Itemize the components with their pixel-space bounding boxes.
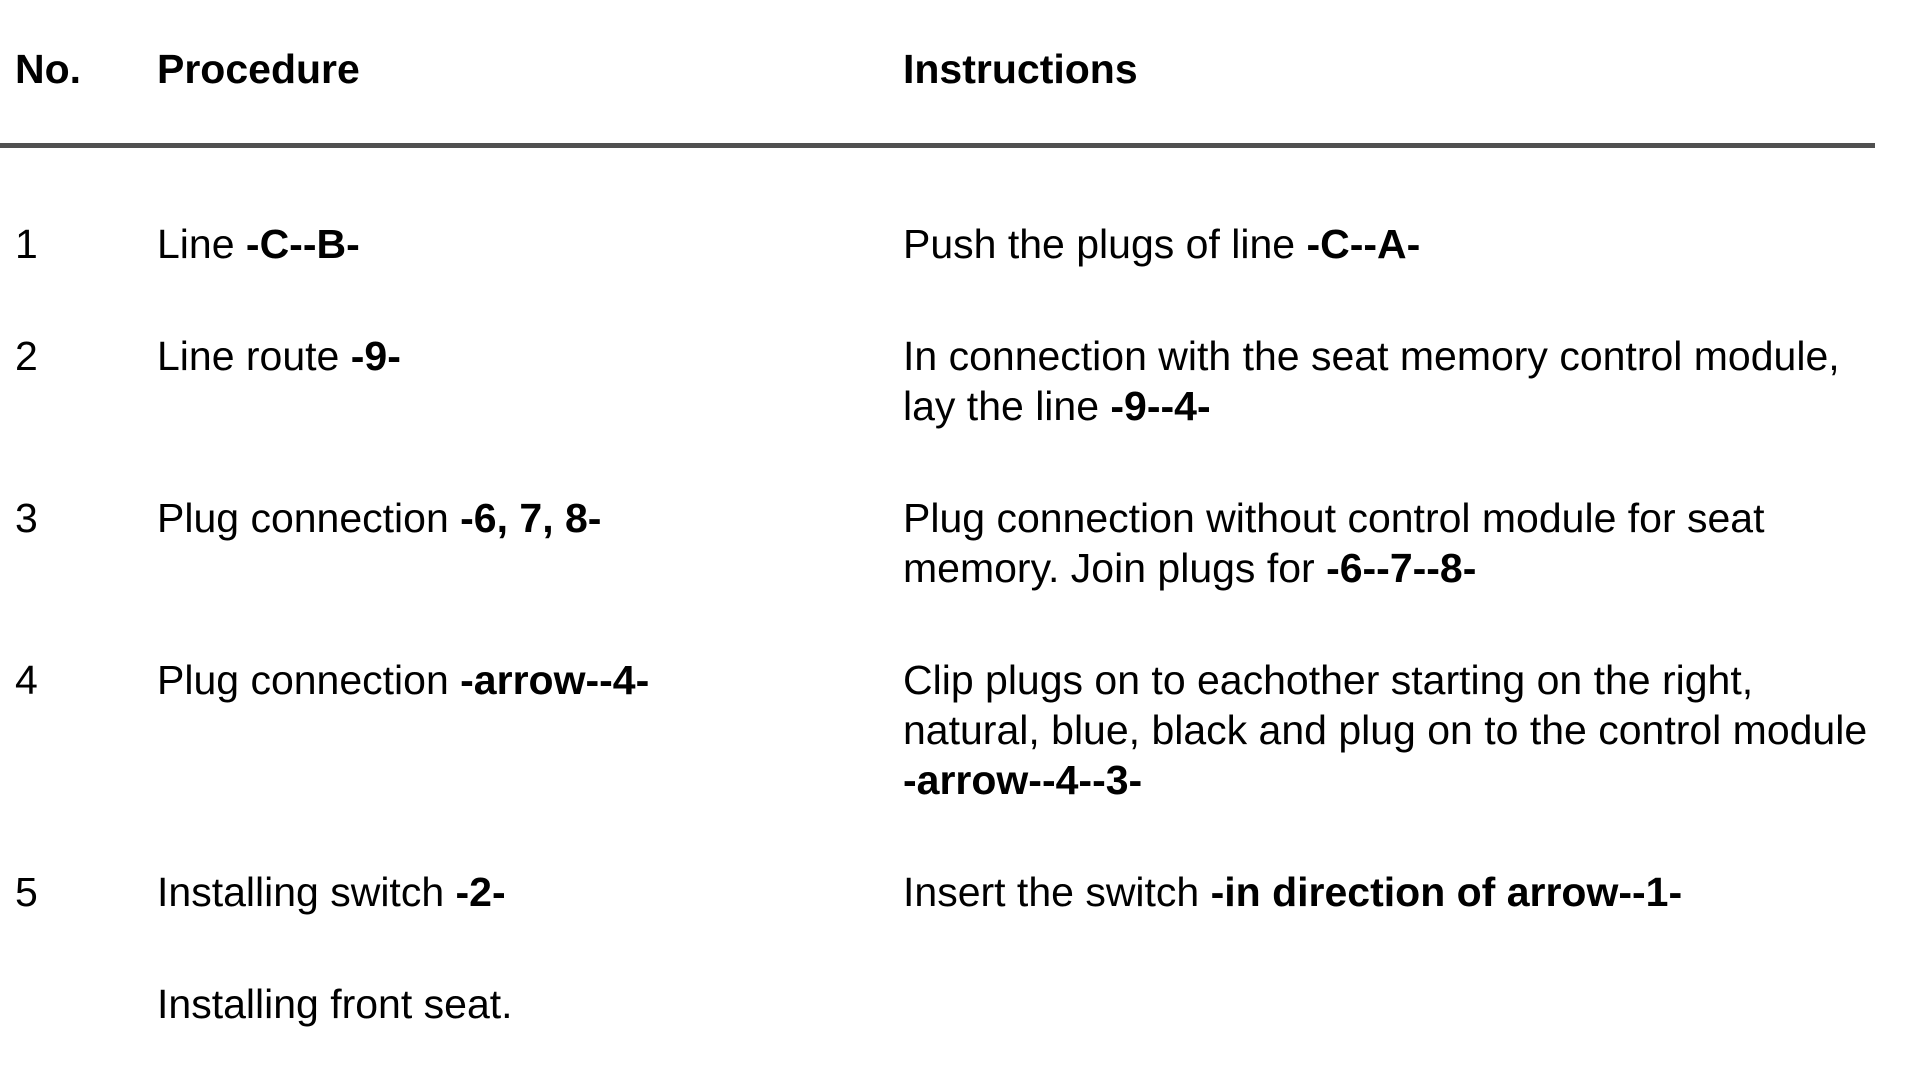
reference-marker: -in direction of arrow--1- xyxy=(1210,869,1683,915)
reference-marker: -arrow--4--3- xyxy=(903,757,1143,803)
text-segment: Plug connection xyxy=(157,657,461,703)
header-instructions: Instructions xyxy=(903,46,1138,92)
text-segment: Insert the switch xyxy=(903,869,1211,915)
text-segment: Installing switch xyxy=(157,869,456,915)
text-segment: Line route xyxy=(157,333,351,379)
header-divider-rule xyxy=(0,143,1875,148)
procedure-cell: Plug connection -arrow--4- xyxy=(157,655,903,705)
procedure-cell: Plug connection -6, 7, 8- xyxy=(157,493,903,543)
reference-marker: -9--4- xyxy=(1110,383,1211,429)
instructions-cell: Clip plugs on to eachother starting on t… xyxy=(903,655,1878,805)
reference-marker: -C--A- xyxy=(1306,221,1421,267)
procedure-cell: Line route -9- xyxy=(157,331,903,381)
instructions-cell: Push the plugs of line -C--A- xyxy=(903,219,1878,269)
text-segment: Plug connection xyxy=(157,495,461,541)
text-segment: Line xyxy=(157,221,246,267)
row-number-cell: 4 xyxy=(15,657,38,703)
header-no: No. xyxy=(15,46,82,92)
reference-marker: -2- xyxy=(455,869,506,915)
table-row: Installing front seat. xyxy=(15,979,1895,1029)
header-procedure: Procedure xyxy=(157,46,360,92)
text-segment: Push the plugs of line xyxy=(903,221,1307,267)
procedure-cell: Line -C--B- xyxy=(157,219,903,269)
instructions-cell: In connection with the seat memory contr… xyxy=(903,331,1878,431)
procedure-cell: Installing front seat. xyxy=(157,979,903,1029)
reference-marker: -6, 7, 8- xyxy=(460,495,602,541)
instructions-cell: Insert the switch -in direction of arrow… xyxy=(903,867,1878,917)
table-header-row: No. Procedure Instructions xyxy=(15,44,1895,94)
text-segment: In connection with the seat memory contr… xyxy=(903,333,1840,429)
reference-marker: -arrow--4- xyxy=(460,657,650,703)
reference-marker: -6--7--8- xyxy=(1326,545,1477,591)
reference-marker: -9- xyxy=(350,333,401,379)
text-segment: Clip plugs on to eachother starting on t… xyxy=(903,657,1868,753)
row-number-cell: 5 xyxy=(15,869,38,915)
procedure-cell: Installing switch -2- xyxy=(157,867,903,917)
reference-marker: -C--B- xyxy=(245,221,360,267)
text-segment: Installing front seat. xyxy=(157,981,513,1027)
row-number-cell: 2 xyxy=(15,333,38,379)
text-segment: Plug connection without control module f… xyxy=(903,495,1765,591)
instructions-cell: Plug connection without control module f… xyxy=(903,493,1878,593)
row-number-cell: 3 xyxy=(15,495,38,541)
row-number-cell: 1 xyxy=(15,221,38,267)
